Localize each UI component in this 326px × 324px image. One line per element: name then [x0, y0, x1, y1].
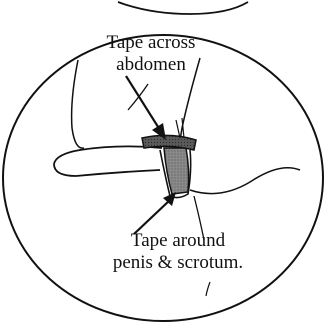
label-top-line-1: Tape across: [96, 32, 206, 54]
label-bottom-line-2: penis & scrotum.: [98, 252, 258, 274]
label-tape-around: Tape around penis & scrotum.: [98, 230, 258, 274]
penis-shape: [54, 146, 162, 176]
label-bottom-line-1: Tape around: [98, 230, 258, 252]
lower-right-contour: [190, 168, 300, 194]
circle-frame: [3, 35, 323, 321]
arrow-top-line: [126, 76, 160, 130]
label-tape-across-abdomen: Tape across abdomen: [96, 32, 206, 76]
top-oval-outline: [118, 2, 248, 14]
label-top-line-2: abdomen: [96, 54, 206, 76]
small-tick: [206, 282, 210, 296]
arrow-bottom-line: [134, 200, 170, 234]
left-body-contour: [72, 60, 84, 148]
